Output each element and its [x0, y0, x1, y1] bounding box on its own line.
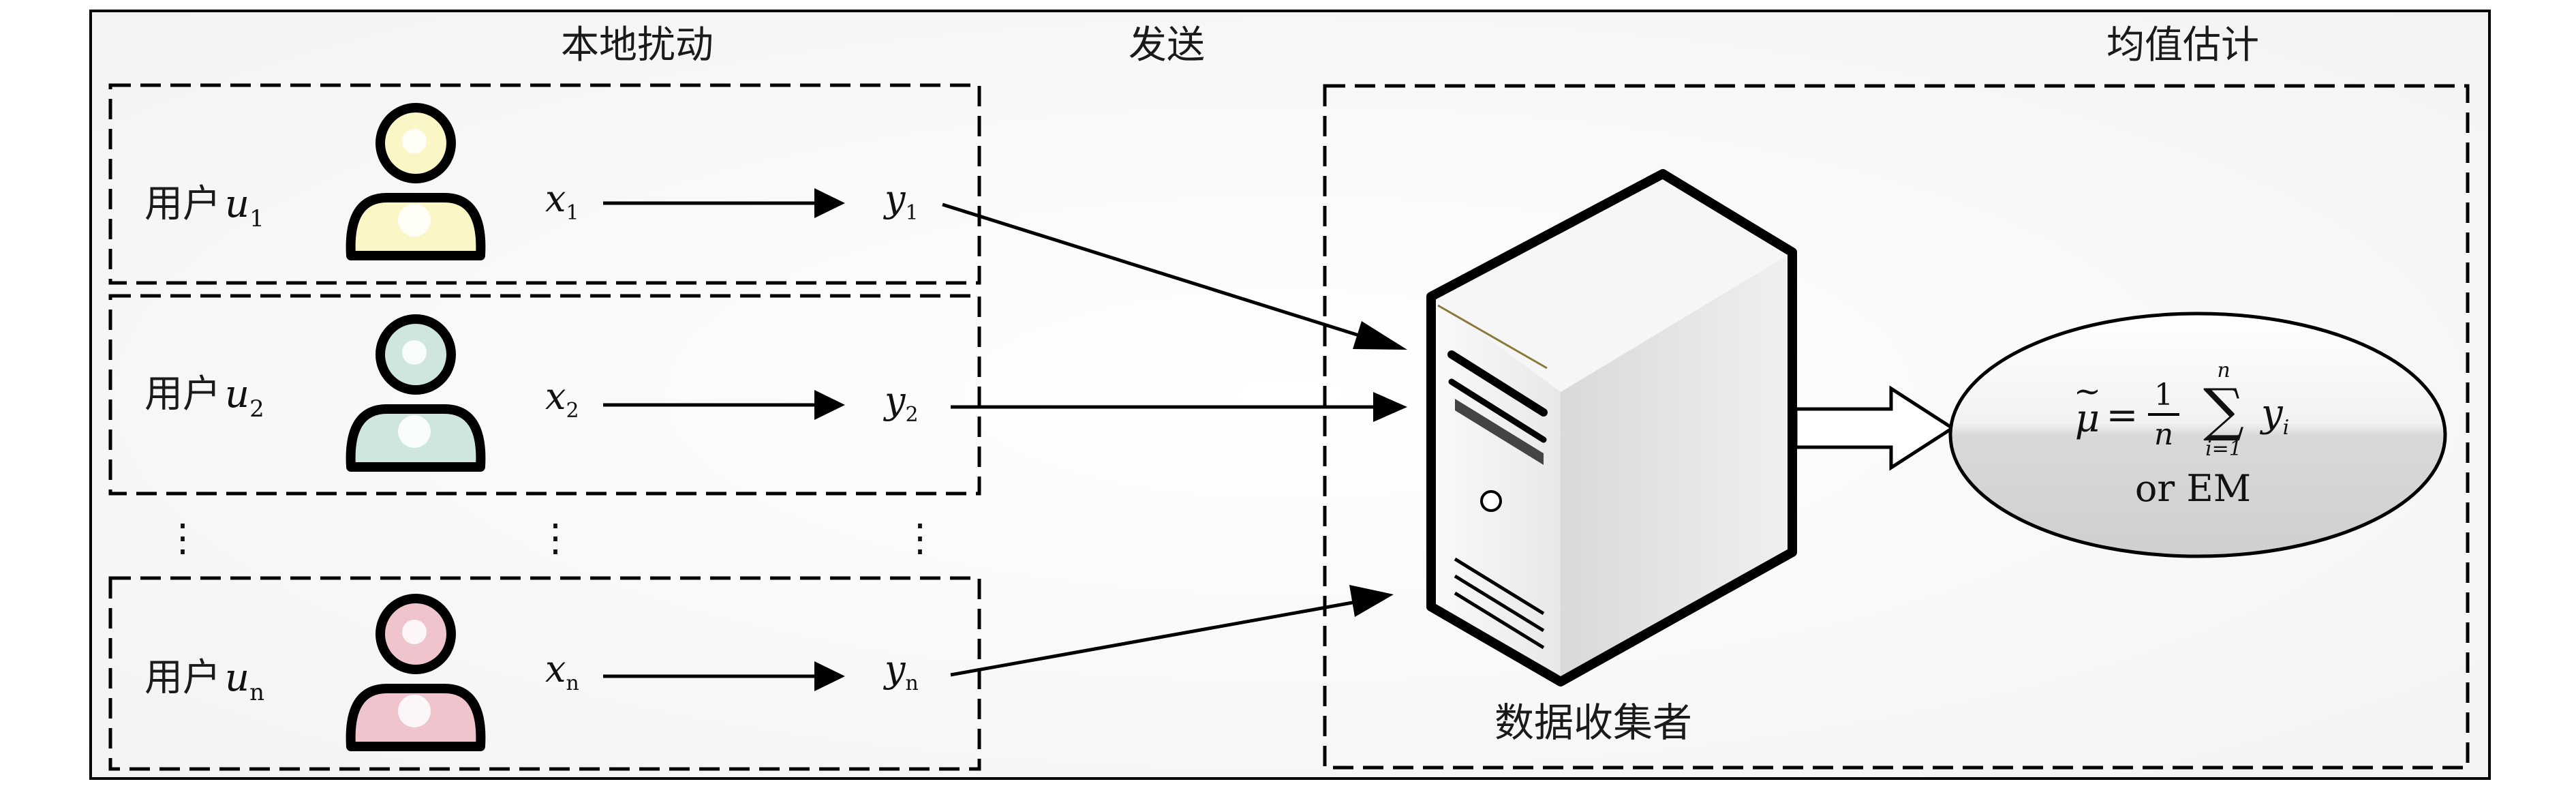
person-icon	[346, 594, 486, 751]
estimator-formula: ~ μ = 1 n n ∑ i=1 yi or EM	[2074, 359, 2289, 510]
server-outline	[1426, 169, 1797, 686]
collector-label: 数据收集者	[1494, 699, 1692, 746]
frac-numerator: 1	[2154, 378, 2173, 412]
send-arrowhead-1	[1353, 321, 1407, 350]
estimator-ellipse	[1948, 312, 2447, 558]
y-var-2: y2	[883, 379, 919, 427]
sum-upper-limit: n	[2217, 359, 2230, 382]
user-box-1	[108, 83, 981, 285]
server-vent	[1454, 574, 1545, 633]
ellipsis-dots: ⋮	[164, 516, 202, 560]
sum-term: yi	[2259, 391, 2289, 440]
server-power-button	[1480, 490, 1502, 512]
perturb-arrowhead-2	[814, 390, 845, 420]
sigma-symbol: ∑	[2203, 376, 2244, 443]
server-vent	[1454, 591, 1545, 650]
server-side-panel	[1561, 252, 1792, 682]
server-bay	[1448, 378, 1547, 443]
server-top-accent	[1437, 304, 1548, 369]
person-highlight	[402, 340, 427, 365]
alt-method: or EM	[2135, 467, 2251, 510]
server-bay-slot	[1455, 399, 1544, 465]
mu-symbol: μ	[2075, 397, 2100, 441]
y-var-1: y1	[883, 177, 919, 225]
frac-denominator: n	[2154, 417, 2173, 452]
x-var-n: xn	[545, 648, 579, 695]
user-box-n	[108, 576, 981, 771]
server-icon	[1426, 169, 1797, 686]
send-arrowhead-n	[1349, 585, 1394, 617]
person-highlight	[402, 620, 427, 644]
mu-tilde: ~	[2074, 372, 2101, 410]
perturb-arrowhead-1	[814, 188, 845, 218]
x-var-1: x1	[545, 177, 579, 225]
send-arrow-n	[950, 600, 1357, 677]
ellipsis-dots: ⋮	[536, 516, 574, 560]
y-var-n: yn	[883, 648, 919, 695]
x-var-2: x2	[545, 375, 579, 423]
sum-lower-limit: i=1	[2205, 437, 2242, 461]
output-hollow-arrow	[1794, 385, 1956, 471]
person-highlight	[398, 695, 431, 727]
server-vent	[1454, 557, 1545, 616]
header-mean-estimation: 均值估计	[2106, 23, 2259, 67]
send-arrowhead-2	[1373, 392, 1407, 422]
collector-region	[1323, 84, 2470, 770]
ellipsis-dots: ⋮	[901, 516, 939, 560]
person-highlight	[398, 204, 431, 237]
header-local-perturbation: 本地扰动	[561, 23, 714, 67]
person-highlight	[402, 129, 427, 153]
server-top-panel	[1431, 174, 1792, 392]
header-send: 发送	[1129, 23, 1205, 67]
person-highlight	[398, 415, 431, 448]
server-bay	[1447, 350, 1548, 417]
equals-sign: =	[2106, 393, 2138, 438]
person-icon	[346, 314, 486, 472]
send-arrow-1	[942, 202, 1370, 341]
person-icon	[346, 103, 486, 260]
user-box-2	[108, 294, 981, 496]
perturb-arrowhead-n	[814, 661, 845, 691]
